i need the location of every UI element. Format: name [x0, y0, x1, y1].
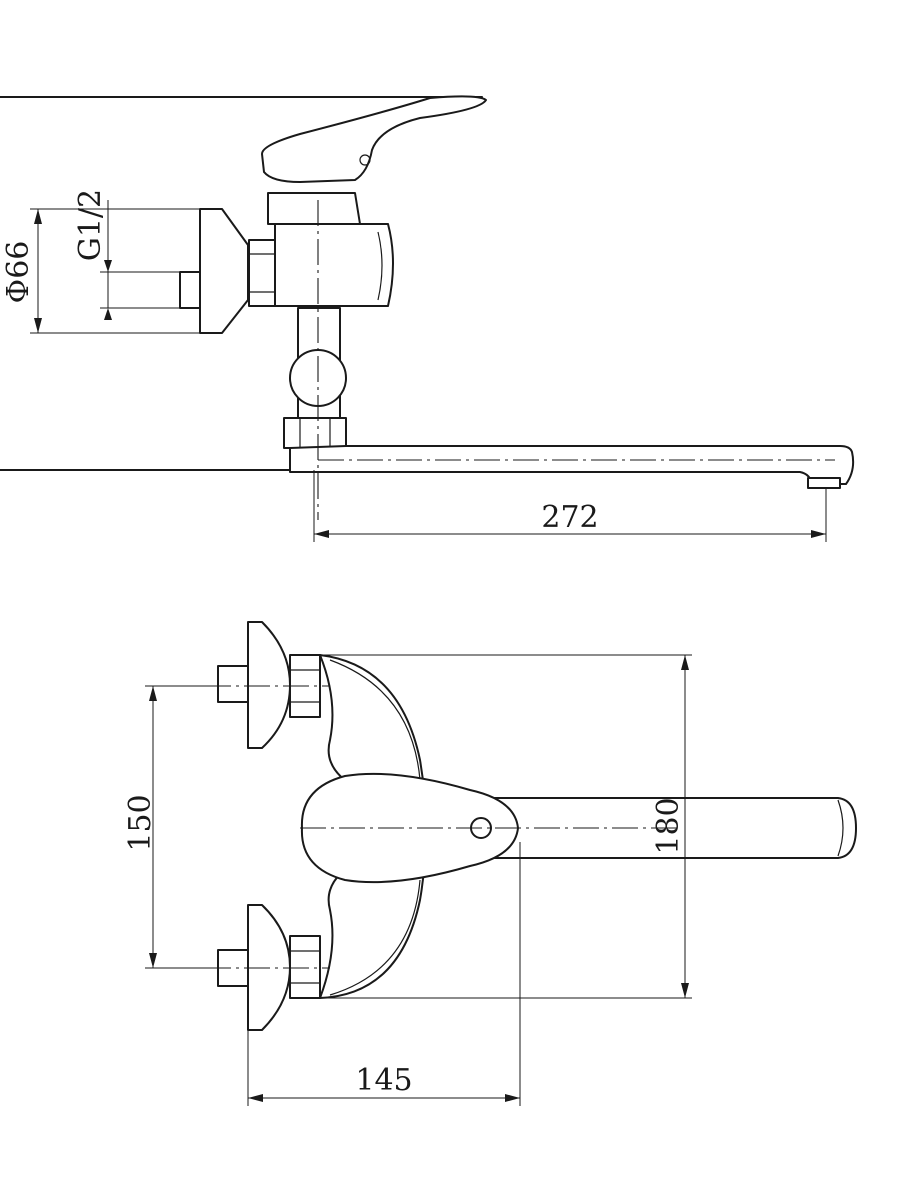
- upper-inlet-pipe: [217, 665, 249, 703]
- aerator: [807, 477, 841, 489]
- lever-handle: [261, 95, 487, 183]
- d272-arrow-right: [811, 530, 826, 538]
- d150-label: 150: [123, 794, 158, 851]
- g12-arrow-bottom: [104, 308, 112, 320]
- phi66-arrow-bottom: [34, 318, 42, 333]
- inlet-pipe: [179, 271, 201, 309]
- mixer-body: [274, 223, 394, 307]
- lower-nut: [289, 935, 321, 999]
- d180-arrow-top: [681, 655, 689, 670]
- eccentric-nut: [248, 239, 276, 307]
- spout: [289, 445, 855, 485]
- d145-arrow-left: [248, 1094, 263, 1102]
- g12-arrow-top: [104, 260, 112, 272]
- d150-arrow-bottom: [149, 953, 157, 968]
- d180-label: 180: [651, 797, 686, 854]
- crescent-inner-line-2: [329, 879, 421, 996]
- d272-arrow-left: [314, 530, 329, 538]
- wall-flange: [199, 208, 249, 334]
- body-shading: [377, 231, 383, 301]
- upper-wall-flange: [247, 621, 291, 749]
- d145-label: 145: [355, 1063, 412, 1098]
- spout-tip-inner: [837, 799, 844, 857]
- phi66-arrow-top: [34, 209, 42, 224]
- phi66-label: Φ66: [1, 241, 36, 304]
- side-view: Φ66 G1/2 272: [0, 95, 855, 542]
- d180-arrow-bottom: [681, 983, 689, 998]
- cartridge-neck: [267, 192, 361, 225]
- spout-nut: [283, 417, 347, 449]
- g12-label: G1/2: [73, 189, 108, 261]
- crescent-inner-line: [329, 659, 421, 781]
- d145-arrow-right: [505, 1094, 520, 1102]
- d150-arrow-top: [149, 686, 157, 701]
- lever-pivot: [359, 154, 371, 166]
- d272-label: 272: [541, 500, 598, 535]
- top-view: 150 180 145: [123, 621, 857, 1106]
